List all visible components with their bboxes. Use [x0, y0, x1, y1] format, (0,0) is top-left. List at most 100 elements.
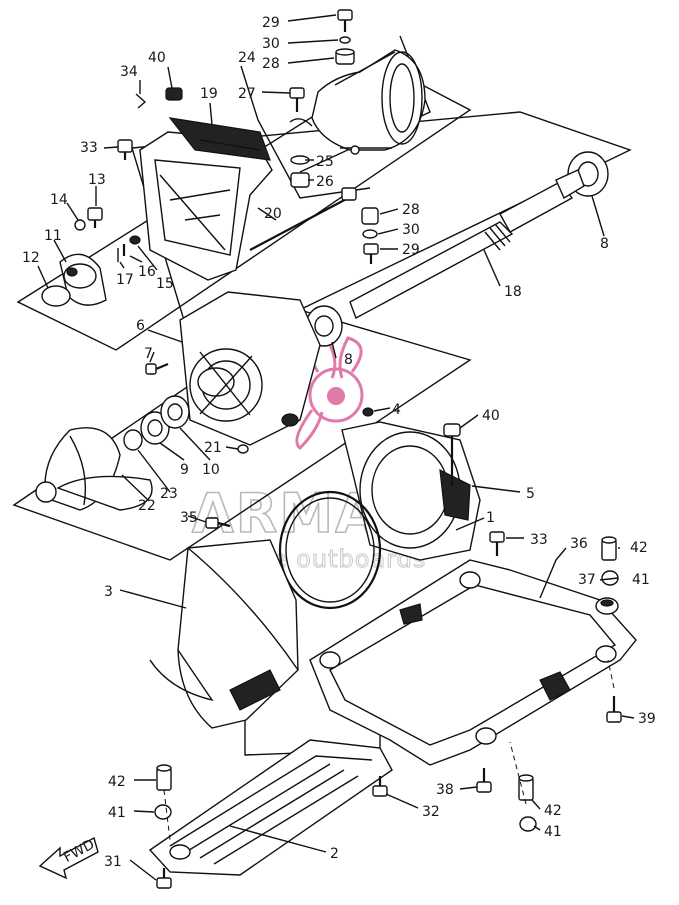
label-42-left: 42 — [108, 774, 126, 790]
label-31: 31 — [104, 854, 122, 870]
part-3-intake-duct — [149, 539, 299, 729]
part-6-impeller-housing — [179, 291, 321, 446]
part-4-plug — [362, 407, 374, 417]
label-10: 10 — [202, 462, 220, 478]
part-7-bolt — [145, 362, 169, 375]
label-5: 5 — [526, 486, 535, 502]
label-4: 4 — [392, 402, 401, 418]
label-6: 6 — [136, 318, 145, 334]
label-40-mid: 40 — [482, 408, 500, 424]
part-11-inspection-cover — [59, 253, 107, 306]
label-39: 39 — [638, 711, 656, 727]
label-21: 21 — [204, 440, 222, 456]
label-40: 40 — [148, 50, 166, 66]
label-23: 23 — [160, 486, 178, 502]
label-42-right-top: 42 — [630, 540, 648, 556]
part-36-ride-frame — [309, 559, 637, 766]
part-30-washer-mid — [362, 229, 378, 239]
part-41-washer-right-bottom — [519, 816, 537, 832]
nozzle-group-bracket — [240, 65, 371, 199]
part-24-nozzle — [311, 49, 426, 155]
label-18: 18 — [504, 284, 522, 300]
part-28-collar-top — [335, 48, 355, 65]
label-35: 35 — [180, 510, 198, 526]
label-3: 3 — [104, 584, 113, 600]
part-27-bolt — [289, 87, 305, 112]
label-19: 19 — [200, 86, 218, 102]
part-33-bolt-left — [117, 139, 133, 160]
part-40-nut-top — [165, 87, 183, 101]
label-20: 20 — [264, 206, 282, 222]
part-nozzle-clip — [289, 118, 313, 127]
label-17: 17 — [116, 272, 134, 288]
label-7: 7 — [144, 346, 153, 362]
part-26-nut — [290, 172, 310, 188]
label-29: 29 — [262, 15, 280, 31]
label-30-mid: 30 — [402, 222, 420, 238]
part-23-spacer — [123, 429, 143, 451]
label-42-right-bottom: 42 — [544, 803, 562, 819]
label-24: 24 — [238, 50, 256, 66]
label-8-right: 8 — [600, 236, 609, 252]
part-21-pin — [237, 444, 249, 454]
part-42-sleeve-left — [156, 764, 172, 791]
part-10-bearing — [160, 395, 190, 429]
label-37: 37 — [578, 572, 596, 588]
label-22: 22 — [138, 498, 156, 514]
part-37-grommet — [595, 597, 619, 615]
part-41-washer-left — [154, 804, 172, 820]
part-19-pump-housing — [139, 117, 273, 281]
label-38: 38 — [436, 782, 454, 798]
label-15: 15 — [156, 276, 174, 292]
part-22-impeller — [35, 427, 153, 511]
label-16: 16 — [138, 264, 156, 280]
part-33-bolt-right — [489, 531, 505, 556]
part-1-gasket — [278, 490, 382, 610]
part-18-drive-shaft — [349, 169, 585, 319]
part-14-washer — [74, 219, 86, 231]
label-1: 1 — [486, 510, 495, 526]
part-40-nut-mid — [443, 423, 461, 486]
label-11: 11 — [44, 228, 62, 244]
part-39-bolt — [606, 696, 622, 723]
part-12-cover-gasket — [41, 285, 71, 307]
label-12: 12 — [22, 250, 40, 266]
part-15-nut — [129, 235, 141, 245]
part-28-collar-mid — [361, 207, 379, 225]
part-number-labels: 29 30 28 24 40 34 19 27 25 26 33 20 13 1… — [22, 15, 656, 870]
label-9: 9 — [180, 462, 189, 478]
label-41-right-bottom: 41 — [544, 824, 562, 840]
label-2: 2 — [330, 846, 339, 862]
label-8-mid: 8 — [344, 352, 353, 368]
part-31-bolt — [156, 868, 172, 889]
part-34-clip — [135, 93, 147, 109]
upper-left-section-outline — [16, 67, 472, 351]
label-28: 28 — [262, 56, 280, 72]
label-28-mid: 28 — [402, 202, 420, 218]
part-9-seal — [140, 411, 170, 445]
label-29-mid: 29 — [402, 242, 420, 258]
part-13-bolt — [87, 207, 103, 228]
armada-logo-icon — [295, 336, 364, 451]
label-33-right: 33 — [530, 532, 548, 548]
part-2-ride-plate — [148, 739, 393, 876]
part-20-stud — [249, 187, 357, 251]
part-35-screw — [205, 517, 231, 529]
fwd-arrow-icon — [38, 836, 99, 880]
label-33: 33 — [80, 140, 98, 156]
part-30-washer-top — [339, 36, 351, 44]
part-29-bolt-mid — [363, 243, 379, 264]
part-29-bolt-top — [337, 9, 353, 32]
part-32-bolt — [372, 776, 388, 797]
part-42-sleeve-right-top — [601, 536, 617, 561]
label-41-left: 41 — [108, 805, 126, 821]
part-42-sleeve-right-bottom — [518, 774, 534, 801]
label-25: 25 — [316, 154, 334, 170]
part-38-bolt — [476, 768, 492, 793]
label-36: 36 — [570, 536, 588, 552]
leader-lines — [37, 14, 635, 881]
label-41-right-top: 41 — [632, 572, 650, 588]
label-34: 34 — [120, 64, 138, 80]
